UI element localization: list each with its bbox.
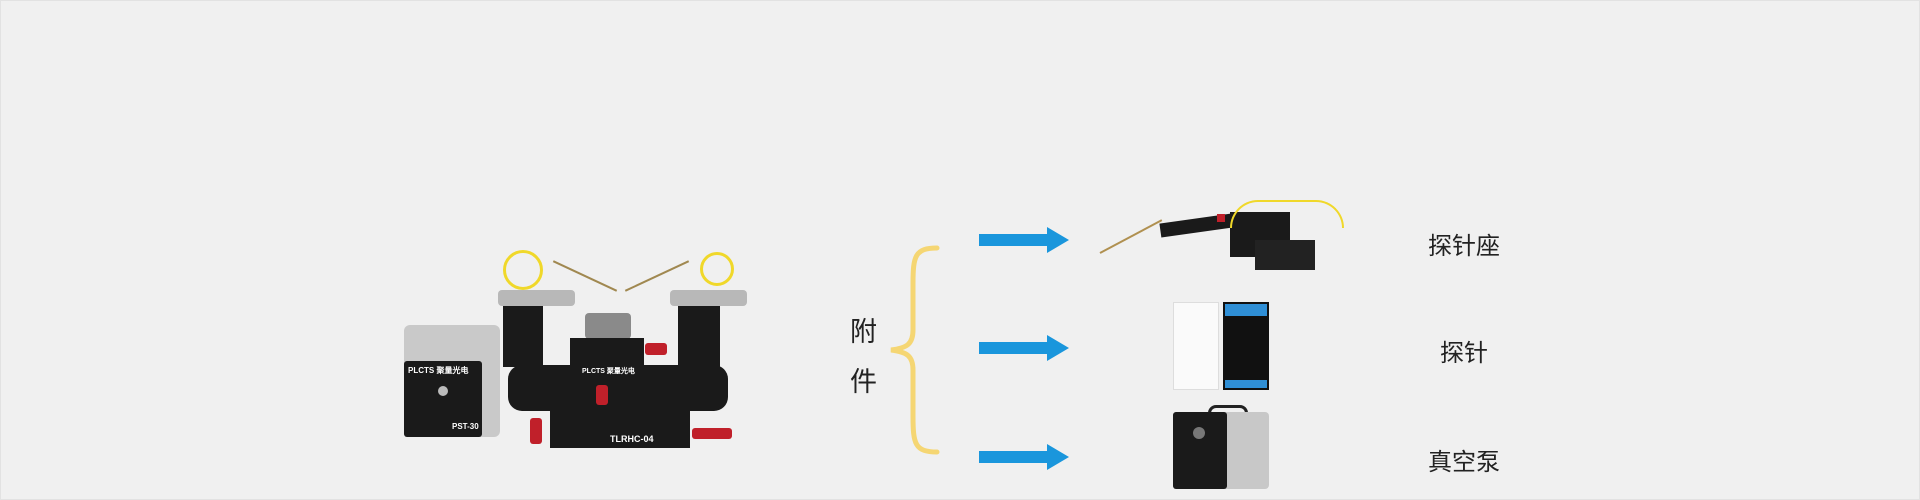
yellow-cable — [1230, 200, 1344, 228]
probe-box-top-band — [1225, 304, 1267, 316]
red-knob — [692, 428, 732, 439]
probe-arm — [1159, 212, 1241, 238]
stage-brand: PLCTS 聚量光电 — [582, 368, 635, 375]
probe-box-bottom-band — [1225, 380, 1267, 388]
left-probe-needle — [552, 260, 618, 292]
controller-model: PST-30 — [452, 422, 479, 431]
chuck — [585, 313, 631, 339]
controller-front — [404, 361, 482, 437]
right-pillar — [678, 302, 720, 367]
right-fiber — [700, 252, 734, 286]
accessory-label-vacuum-pump: 真空泵 — [1428, 448, 1500, 476]
probe-station-image: PLCTS 聚量光电 PST-30 PLCTS 聚量光电 TLRHC-04 — [400, 230, 760, 450]
controller-brand: PLCTS 聚量光电 — [408, 366, 469, 375]
arrow-right-icon — [979, 444, 1069, 470]
accessory-label-probe-holder: 探针座 — [1428, 232, 1500, 260]
accessory-label-probe: 探针 — [1440, 339, 1488, 367]
pump-handle — [1208, 405, 1248, 416]
arrow-right-icon — [979, 227, 1069, 253]
vacuum-pump-image — [1173, 405, 1273, 489]
red-knob — [1217, 214, 1225, 222]
probe-box-image — [1173, 302, 1273, 390]
probe-box-lid — [1173, 302, 1219, 390]
chuck-stage — [570, 338, 644, 378]
probe-holder-image — [1099, 200, 1350, 282]
controller-knob — [438, 386, 448, 396]
curly-brace-icon — [890, 245, 940, 455]
stage-model: TLRHC-04 — [610, 434, 654, 444]
left-pillar — [503, 302, 543, 367]
probe-needle — [1099, 219, 1163, 254]
xy-stage — [550, 408, 690, 448]
probe-box-tray — [1223, 302, 1269, 390]
right-arm — [670, 290, 747, 306]
accessories-char-1: 附 — [850, 317, 877, 348]
pump-logo — [1193, 427, 1205, 439]
right-probe-needle — [624, 260, 690, 292]
left-fiber — [503, 250, 543, 290]
probe-base — [1255, 240, 1315, 270]
red-knob — [596, 385, 608, 405]
left-arm — [498, 290, 575, 306]
arrow-right-icon — [979, 335, 1069, 361]
red-knob — [645, 343, 667, 355]
red-knob — [530, 418, 542, 444]
pump-front — [1173, 412, 1227, 489]
accessories-char-2: 件 — [850, 367, 877, 398]
